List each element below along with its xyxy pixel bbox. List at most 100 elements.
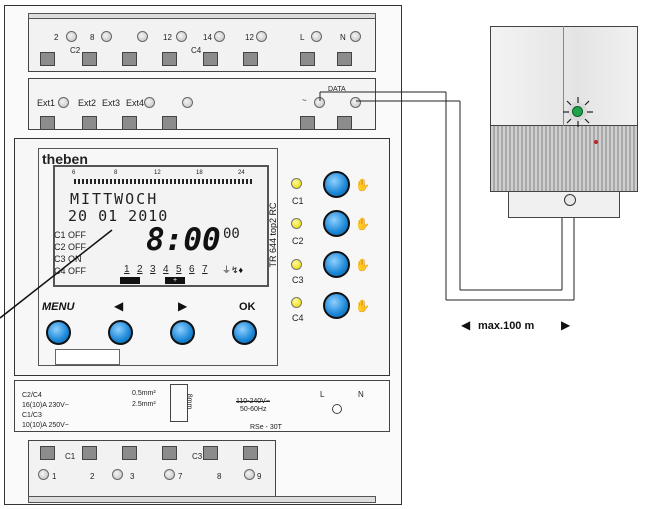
top-screw-block <box>122 52 137 66</box>
rating-text: 16(10)A 230V~ <box>22 402 69 409</box>
plus-symbol: + <box>172 277 178 284</box>
hand-icon: ✋ <box>355 299 370 313</box>
inner-window <box>38 148 278 366</box>
right-label: ▶ <box>178 299 188 313</box>
wire-size: 0.5mm² <box>132 390 156 397</box>
menu-button[interactable] <box>46 320 71 345</box>
arrow-right-icon: ▶ <box>561 318 571 332</box>
lcd-plus-box: + <box>165 277 185 284</box>
time-scale-bar <box>74 179 254 184</box>
channel-4-button[interactable] <box>323 292 350 319</box>
weekday: 1 <box>124 264 130 275</box>
bottom-screw-block <box>203 446 218 460</box>
top-screw-block <box>337 52 352 66</box>
lcd-channel: C3 ON <box>54 254 82 264</box>
lcd-channel: C1 OFF <box>54 230 87 240</box>
ln-label: L <box>320 390 325 399</box>
lcd-time: 8:00 <box>146 222 221 258</box>
sensor-ribbed-base <box>490 126 638 192</box>
menu-label: MENU <box>42 301 75 313</box>
top-terminal <box>66 31 77 42</box>
input-screw-block <box>162 116 177 130</box>
bottom-terminal <box>112 469 123 480</box>
distance-label: max.100 m <box>478 320 535 332</box>
input-label: Ext4 <box>126 98 145 108</box>
top-screw-block <box>82 52 97 66</box>
card-slot <box>55 349 120 365</box>
bottom-rib <box>28 496 376 503</box>
bottom-label: 2 <box>90 472 95 481</box>
left-label: ◀ <box>114 299 124 313</box>
top-screw-block <box>162 52 177 66</box>
weekday: 4 <box>163 264 169 275</box>
led-label: C2 <box>292 236 304 246</box>
weekday: 2 <box>137 264 143 275</box>
power-rating: 50-60Hz <box>240 406 267 413</box>
bottom-terminal <box>164 469 175 480</box>
left-button[interactable] <box>108 320 133 345</box>
ln-label: N <box>358 390 364 399</box>
scale-tick: 12 <box>154 170 161 176</box>
lcd-seconds: 00 <box>223 226 240 242</box>
top-terminal <box>137 31 148 42</box>
device-code: RSe - 30T <box>250 424 282 431</box>
top-label: C4 <box>191 46 202 55</box>
weekday: 3 <box>150 264 156 275</box>
bottom-label: 9 <box>257 472 262 481</box>
power-rating: 110-240V~ <box>236 398 270 405</box>
sensor-red-dot <box>594 140 598 144</box>
wire-size: 2.5mm² <box>132 401 156 408</box>
rating-text: C1/C3 <box>22 412 42 419</box>
sensor-screw-icon <box>564 194 576 206</box>
bottom-terminal-cover <box>28 440 276 502</box>
led-rays-icon <box>563 97 593 127</box>
top-label: 12 <box>163 33 172 42</box>
lcd-black-segment <box>120 277 140 284</box>
weekday: 6 <box>189 264 195 275</box>
bottom-screw-block <box>162 446 177 460</box>
top-terminal <box>350 31 361 42</box>
rating-text: C2/C4 <box>22 392 42 399</box>
bottom-screw-block <box>40 446 55 460</box>
lcd-channel: C4 OFF <box>54 266 87 276</box>
data-terminal <box>350 97 361 108</box>
top-screw-block <box>300 52 315 66</box>
top-terminal <box>176 31 187 42</box>
bottom-label: 8 <box>217 472 222 481</box>
input-terminal <box>144 97 155 108</box>
top-label: 14 <box>203 33 212 42</box>
hand-icon: ✋ <box>355 178 370 192</box>
hand-icon: ✋ <box>355 217 370 231</box>
top-rib <box>28 13 376 19</box>
ok-button[interactable] <box>232 320 257 345</box>
brand-logo: theben <box>42 151 88 167</box>
top-label: 8 <box>90 33 95 42</box>
lcd-channel: C2 OFF <box>54 242 87 252</box>
channel-3-button[interactable] <box>323 251 350 278</box>
strip-length: 8mm <box>185 393 193 410</box>
sensor-housing <box>490 26 638 126</box>
bottom-terminal <box>38 469 49 480</box>
input-terminal <box>182 97 193 108</box>
model-label: TR 644 top2 RC <box>268 202 278 268</box>
bottom-screw-block <box>243 446 258 460</box>
channel-2-button[interactable] <box>323 210 350 237</box>
channel-led <box>291 297 302 308</box>
top-label: N <box>340 33 346 42</box>
lcd-status-icons: ⏚↯♦ <box>222 265 244 275</box>
bottom-screw-block <box>122 446 137 460</box>
channel-1-button[interactable] <box>323 171 350 198</box>
top-screw-block <box>243 52 258 66</box>
right-button[interactable] <box>170 320 195 345</box>
rating-text: 10(10)A 250V~ <box>22 422 69 429</box>
sensor-led-icon <box>572 106 583 117</box>
sensor-divider <box>563 26 564 126</box>
input-terminal <box>58 97 69 108</box>
ok-label: OK <box>239 301 256 313</box>
channel-led <box>291 218 302 229</box>
top-terminal <box>256 31 267 42</box>
top-terminal <box>214 31 225 42</box>
input-screw-block <box>337 116 352 130</box>
led-label: C1 <box>292 196 304 206</box>
